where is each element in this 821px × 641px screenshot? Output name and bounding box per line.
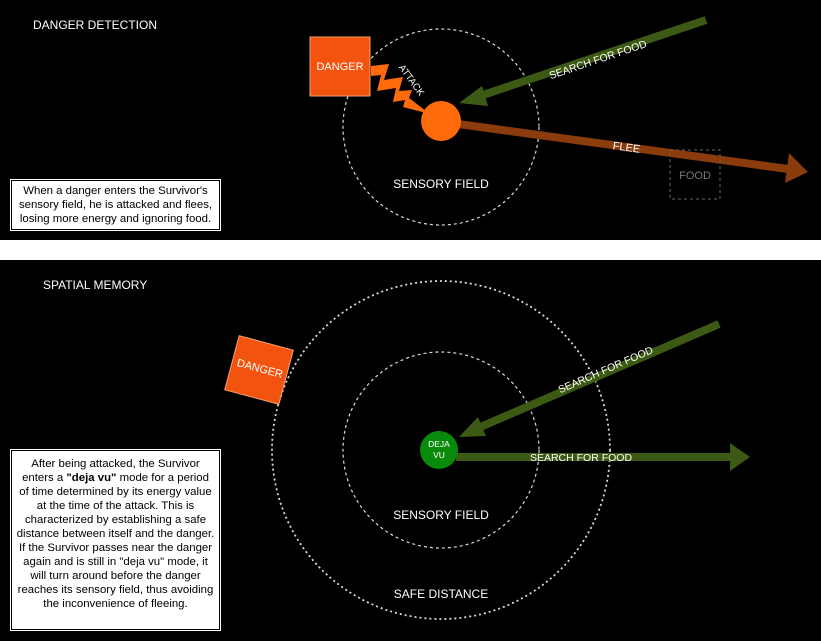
- flee-arrow: [457, 120, 808, 183]
- flee-label: FLEE: [612, 140, 641, 156]
- spatial-memory-panel: SEARCH FOR FOOD SEARCH FOR FOOD DANGER D…: [0, 260, 821, 641]
- spatial-memory-diagram: SEARCH FOR FOOD SEARCH FOR FOOD DANGER D…: [224, 280, 750, 620]
- caption-text-2: mode for a period of time determined by …: [16, 472, 215, 610]
- search-for-food-label-incoming: SEARCH FOR FOOD: [557, 344, 656, 396]
- panel-title: SPATIAL MEMORY: [43, 278, 148, 292]
- danger-box: [224, 335, 294, 405]
- sensory-field-label: SENSORY FIELD: [393, 508, 489, 522]
- search-for-food-arrow-incoming: [459, 320, 721, 437]
- danger-label: DANGER: [316, 61, 363, 73]
- sensory-field-circle: [342, 28, 540, 226]
- danger-detection-panel: SEARCH FOR FOOD FLEE FOOD DANGER ATTACK …: [0, 0, 821, 240]
- search-for-food-label: SEARCH FOR FOOD: [548, 38, 649, 82]
- danger-box: [309, 36, 371, 97]
- panel-title: DANGER DETECTION: [33, 18, 158, 32]
- caption-box: After being attacked, the Survivor enter…: [11, 450, 220, 630]
- search-for-food-arrow-outgoing: [456, 443, 750, 471]
- food-box: [669, 149, 721, 200]
- deja-vu-label-line2: VU: [433, 450, 445, 460]
- caption-text-1: After being attacked, the Survivor enter…: [22, 458, 200, 484]
- search-for-food-arrow: [459, 16, 708, 106]
- danger-detection-diagram: SEARCH FOR FOOD FLEE FOOD DANGER ATTACK …: [309, 16, 808, 226]
- safe-distance-label: SAFE DISTANCE: [394, 587, 488, 601]
- safe-distance-circle: [271, 280, 611, 620]
- caption-box: When a danger enters the Survivor's sens…: [11, 180, 220, 230]
- caption-bold-deja-vu: "deja vu": [66, 472, 117, 484]
- deja-vu-label-line1: DEJA: [428, 439, 450, 449]
- search-for-food-label-outgoing: SEARCH FOR FOOD: [530, 452, 633, 464]
- food-label: FOOD: [679, 170, 711, 182]
- deja-vu-survivor-circle: [420, 431, 458, 469]
- attack-lightning-icon: [371, 64, 430, 114]
- sensory-field-circle: [342, 351, 540, 549]
- survivor-circle: [421, 101, 461, 141]
- sensory-field-label: SENSORY FIELD: [393, 177, 489, 191]
